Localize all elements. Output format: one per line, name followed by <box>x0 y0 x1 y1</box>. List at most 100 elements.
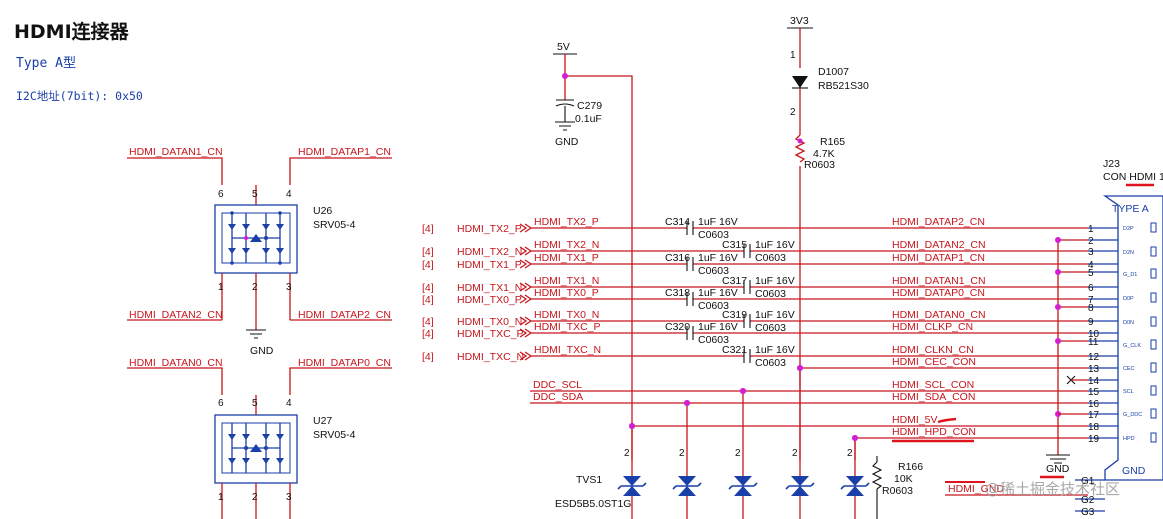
output-net-label: HDMI_DATAP2_CN <box>892 216 985 228</box>
net-label-ddc-scl: DDC_SCL <box>533 379 582 391</box>
contact-icon <box>1150 316 1157 327</box>
u27-part: SRV05-4 <box>313 429 356 441</box>
pin-number: 2 <box>792 448 798 459</box>
junction-dot <box>797 365 803 371</box>
c279-gnd-label: GND <box>555 136 579 148</box>
watermark: @稀土掘金技术社区 <box>985 480 1120 498</box>
input-net-label: HDMI_TX1_N <box>457 282 522 294</box>
u26-gnd-label: GND <box>250 345 274 357</box>
connector-pin-name: D2N <box>1123 250 1134 256</box>
net-label-hdmi-datap2-cn: HDMI_DATAP2_CN <box>298 309 391 321</box>
capacitor-ref: C318 <box>665 287 690 299</box>
net-label-sda-con: HDMI_SDA_CON <box>892 391 975 403</box>
sheet-ref-tag: [4] <box>422 328 434 340</box>
capacitor-icon <box>686 257 694 271</box>
connector-pin-number: 11 <box>1088 337 1099 348</box>
junction-dot <box>629 423 635 429</box>
ground-icon <box>246 329 266 339</box>
r166-ref: R166 <box>898 461 923 473</box>
d1007-part: RB521S30 <box>818 80 869 92</box>
net-label-hpd-con: HDMI_HPD_CON <box>892 426 976 438</box>
input-net-label: HDMI_TX1_P <box>457 259 522 271</box>
net-label-hdmi-5v: HDMI_5V <box>892 414 938 426</box>
output-net-label: HDMI_DATAP0_CN <box>892 287 985 299</box>
capacitor-package: C0603 <box>698 334 729 346</box>
sheet-ref-tag: [4] <box>422 351 434 363</box>
capacitor-value: 1uF 16V <box>755 239 795 251</box>
j23-part: CON HDMI 1. <box>1103 171 1163 183</box>
connector-pin-name: G_D1 <box>1123 272 1137 278</box>
page-title: HDMI连接器 <box>14 20 130 43</box>
connector-body <box>1102 195 1163 481</box>
capacitor-value: 1uF 16V <box>755 344 795 356</box>
i2c-address-note: I2C地址(7bit): 0x50 <box>16 89 143 103</box>
u27-ref: U27 <box>313 415 332 427</box>
r165-ref: R165 <box>820 136 845 148</box>
net-label-scl-con: HDMI_SCL_CON <box>892 379 974 391</box>
connector-pin-number: 17 <box>1088 410 1100 421</box>
capacitor-package: C0603 <box>698 265 729 277</box>
contact-icon <box>1150 362 1157 373</box>
capacitor-ref: C319 <box>722 309 747 321</box>
wire-net-label: HDMI_TX2_P <box>534 216 599 228</box>
output-net-label: HDMI_DATAN0_CN <box>892 309 986 321</box>
pin-number: 1 <box>790 50 796 61</box>
net-label-cec-con: HDMI_CEC_CON <box>892 356 976 368</box>
input-net-label: HDMI_TX0_N <box>457 316 522 328</box>
wire-net-label: HDMI_TX1_P <box>534 252 599 264</box>
net-label-hdmi-datan0-cn: HDMI_DATAN0_CN <box>129 357 223 369</box>
u27-esd-array: HDMI_DATAN0_CN HDMI_DATAP0_CN 6 5 4 U27 … <box>127 357 392 519</box>
connector-pin-name: SCL <box>1123 389 1134 395</box>
pin-number: 6 <box>218 398 224 409</box>
contact-icon <box>1150 268 1157 279</box>
pin-number: 2 <box>252 282 258 293</box>
capacitor-package: C0603 <box>755 288 786 300</box>
output-net-label: HDMI_DATAN2_CN <box>892 239 986 251</box>
capacitor-package: C0603 <box>755 357 786 369</box>
r166-pulldown: R166 10K R0603 <box>871 456 923 519</box>
ground-icon <box>1046 454 1070 464</box>
tvs-bar <box>672 482 702 490</box>
capacitor-icon <box>743 280 751 294</box>
wire-net-label: HDMI_TXC_N <box>534 344 601 356</box>
tvs-bar <box>728 482 758 490</box>
capacitor-icon <box>686 221 694 235</box>
net-label-hdmi-datap0-cn: HDMI_DATAP0_CN <box>298 357 391 369</box>
wire-net-label: HDMI_TX0_P <box>534 287 599 299</box>
connector-pin-number: 19 <box>1088 434 1100 445</box>
capacitor-ref: C317 <box>722 275 747 287</box>
output-net-label: HDMI_CLKP_CN <box>892 321 973 333</box>
junction-dot <box>1055 237 1061 243</box>
connector-pin-name: HPD <box>1123 436 1135 442</box>
capacitor-value: 1uF 16V <box>698 287 738 299</box>
r165-value: 4.7K <box>813 148 835 160</box>
contact-icon <box>1150 222 1157 233</box>
connector-type-label: TYPE A <box>1112 203 1149 215</box>
j23-hdmi-connector: J23 CON HDMI 1. TYPE A GND 1234567891011… <box>1075 158 1163 518</box>
connector-pin-name: D2P <box>1123 226 1134 232</box>
capacitor-ref: C314 <box>665 216 690 228</box>
pin-number: 2 <box>679 448 685 459</box>
capacitor-package: C0603 <box>698 300 729 312</box>
net-label-hdmi-gnd: HDMI_GND <box>948 483 1004 495</box>
contact-icon <box>1150 432 1157 443</box>
sheet-ref-tag: [4] <box>422 246 434 258</box>
capacitor-value: 1uF 16V <box>698 321 738 333</box>
capacitor-icon <box>686 292 694 306</box>
capacitor-value: 1uF 16V <box>755 309 795 321</box>
capacitor-icon <box>743 244 751 258</box>
wire-net-label: HDMI_TX0_N <box>534 309 599 321</box>
annotation-underline <box>937 417 957 424</box>
contact-icon <box>1150 292 1157 303</box>
capacitor-ref: C320 <box>665 321 690 333</box>
junction-dot <box>684 400 690 406</box>
sheet-ref-tag: [4] <box>422 316 434 328</box>
c279-decoupling: 5V C279 0.1uF GND <box>553 41 633 460</box>
hpd-pullup: 3V3 1 2 D1007 RB521S30 R165 4.7K R0603 <box>787 15 869 460</box>
net-label-ddc-sda: DDC_SDA <box>533 391 583 403</box>
sheet-ref-tag: [4] <box>422 294 434 306</box>
sheet-ref-tag: [4] <box>422 259 434 271</box>
u26-esd-array: HDMI_DATAN1_CN HDMI_DATAP1_CN 6 5 4 U26 … <box>127 146 392 357</box>
